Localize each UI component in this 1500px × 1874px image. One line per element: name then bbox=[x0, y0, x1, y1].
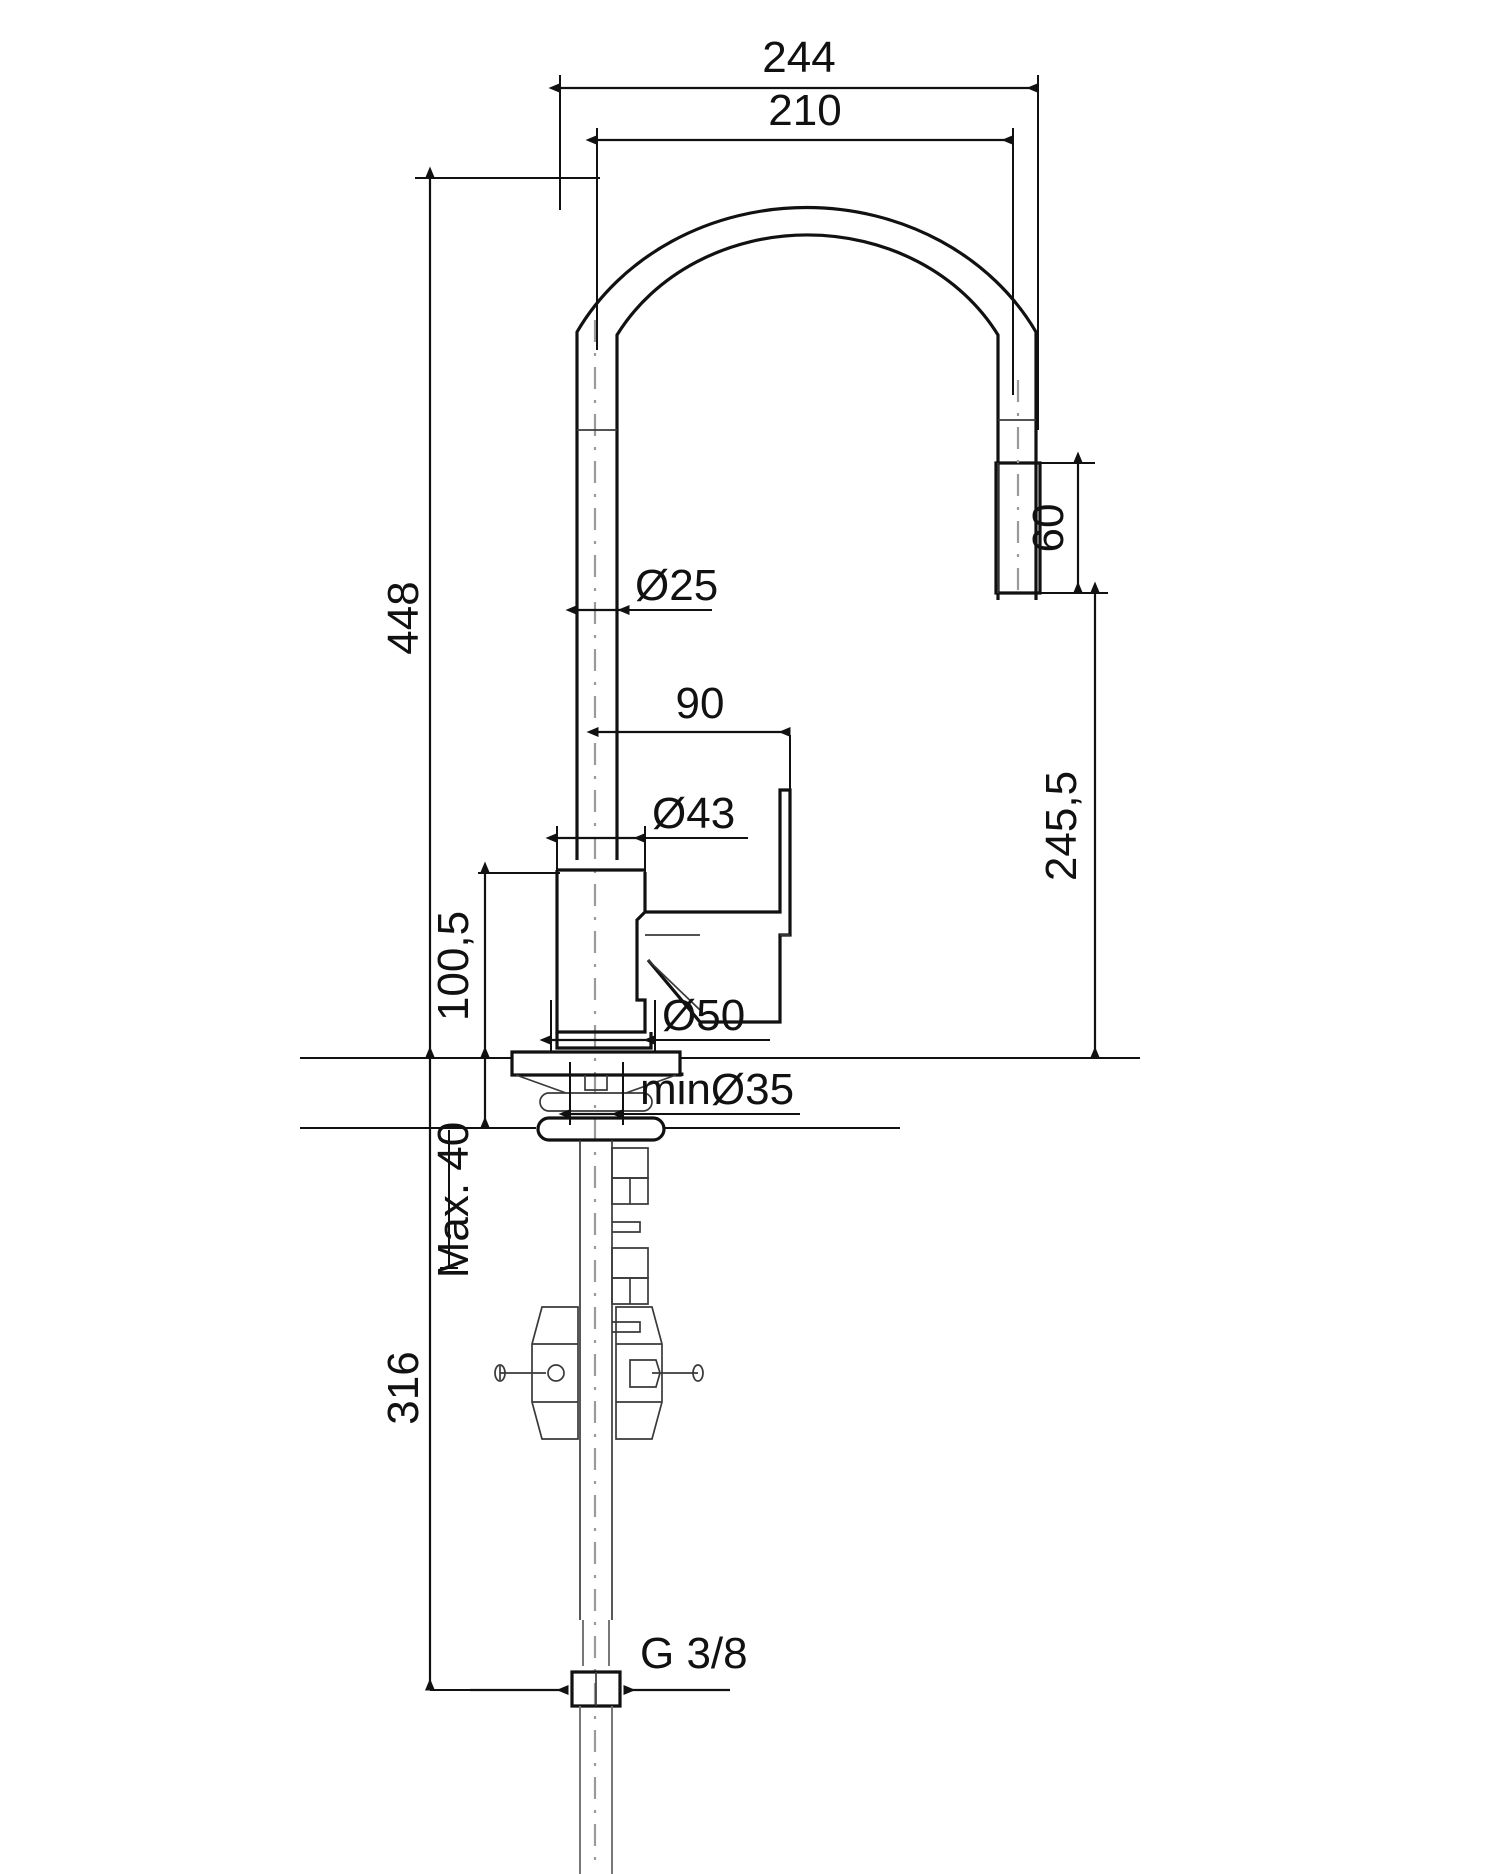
pull-down-spray-head bbox=[994, 380, 1042, 600]
dimension-label-overall-height: 448 bbox=[379, 581, 428, 654]
lever-handle bbox=[645, 788, 792, 1024]
base-escutcheon bbox=[510, 1050, 682, 1112]
dimension-min-hole-diameter: minØ35 bbox=[558, 1062, 800, 1125]
dimension-max-deck-thickness: Max. 40 bbox=[429, 1046, 490, 1279]
dimension-handle-offset: 90 bbox=[586, 679, 791, 790]
dimension-label-spout-tube-diameter: Ø25 bbox=[635, 561, 718, 610]
dimension-label-overall-reach: 244 bbox=[762, 33, 835, 82]
dimension-base-diameter: Ø50 bbox=[539, 991, 770, 1052]
dimension-label-spout-reach: 210 bbox=[768, 86, 841, 135]
dimension-body-diameter: Ø43 bbox=[545, 789, 748, 872]
dimension-label-max-deck-thickness: Max. 40 bbox=[429, 1122, 478, 1279]
mixer-body bbox=[555, 868, 653, 1050]
dimension-label-base-diameter: Ø50 bbox=[662, 991, 745, 1040]
dimension-label-min-hole-diameter: minØ35 bbox=[640, 1065, 794, 1114]
dimension-label-body-diameter: Ø43 bbox=[652, 789, 735, 838]
mounting-shank bbox=[536, 1116, 666, 1620]
dimension-outlet-height: 245,5 bbox=[686, 581, 1108, 1059]
dimension-label-outlet-height: 245,5 bbox=[1037, 771, 1086, 881]
dimension-tail-length: 316 bbox=[379, 1046, 560, 1691]
dimension-connection-thread: G 3/8 bbox=[470, 1629, 748, 1695]
dimension-spout-tube-diameter: Ø25 bbox=[565, 561, 718, 615]
gooseneck-spout bbox=[575, 206, 1038, 860]
dimension-spout-reach: 210 bbox=[585, 86, 1014, 395]
dimension-label-body-height: 100,5 bbox=[429, 911, 478, 1021]
dimension-label-outlet-sleeve: 60 bbox=[1024, 504, 1073, 553]
dimension-overall-reach: 244 bbox=[548, 33, 1039, 430]
dimension-overall-height: 448 bbox=[379, 166, 600, 1059]
dimension-label-handle-offset: 90 bbox=[676, 679, 725, 728]
dimension-body-height: 100,5 bbox=[429, 861, 560, 1059]
hose-weight bbox=[494, 1306, 704, 1440]
dimension-label-tail-length: 316 bbox=[379, 1351, 428, 1424]
dimension-label-connection-thread: G 3/8 bbox=[640, 1629, 748, 1678]
supply-hose bbox=[570, 1620, 622, 1874]
